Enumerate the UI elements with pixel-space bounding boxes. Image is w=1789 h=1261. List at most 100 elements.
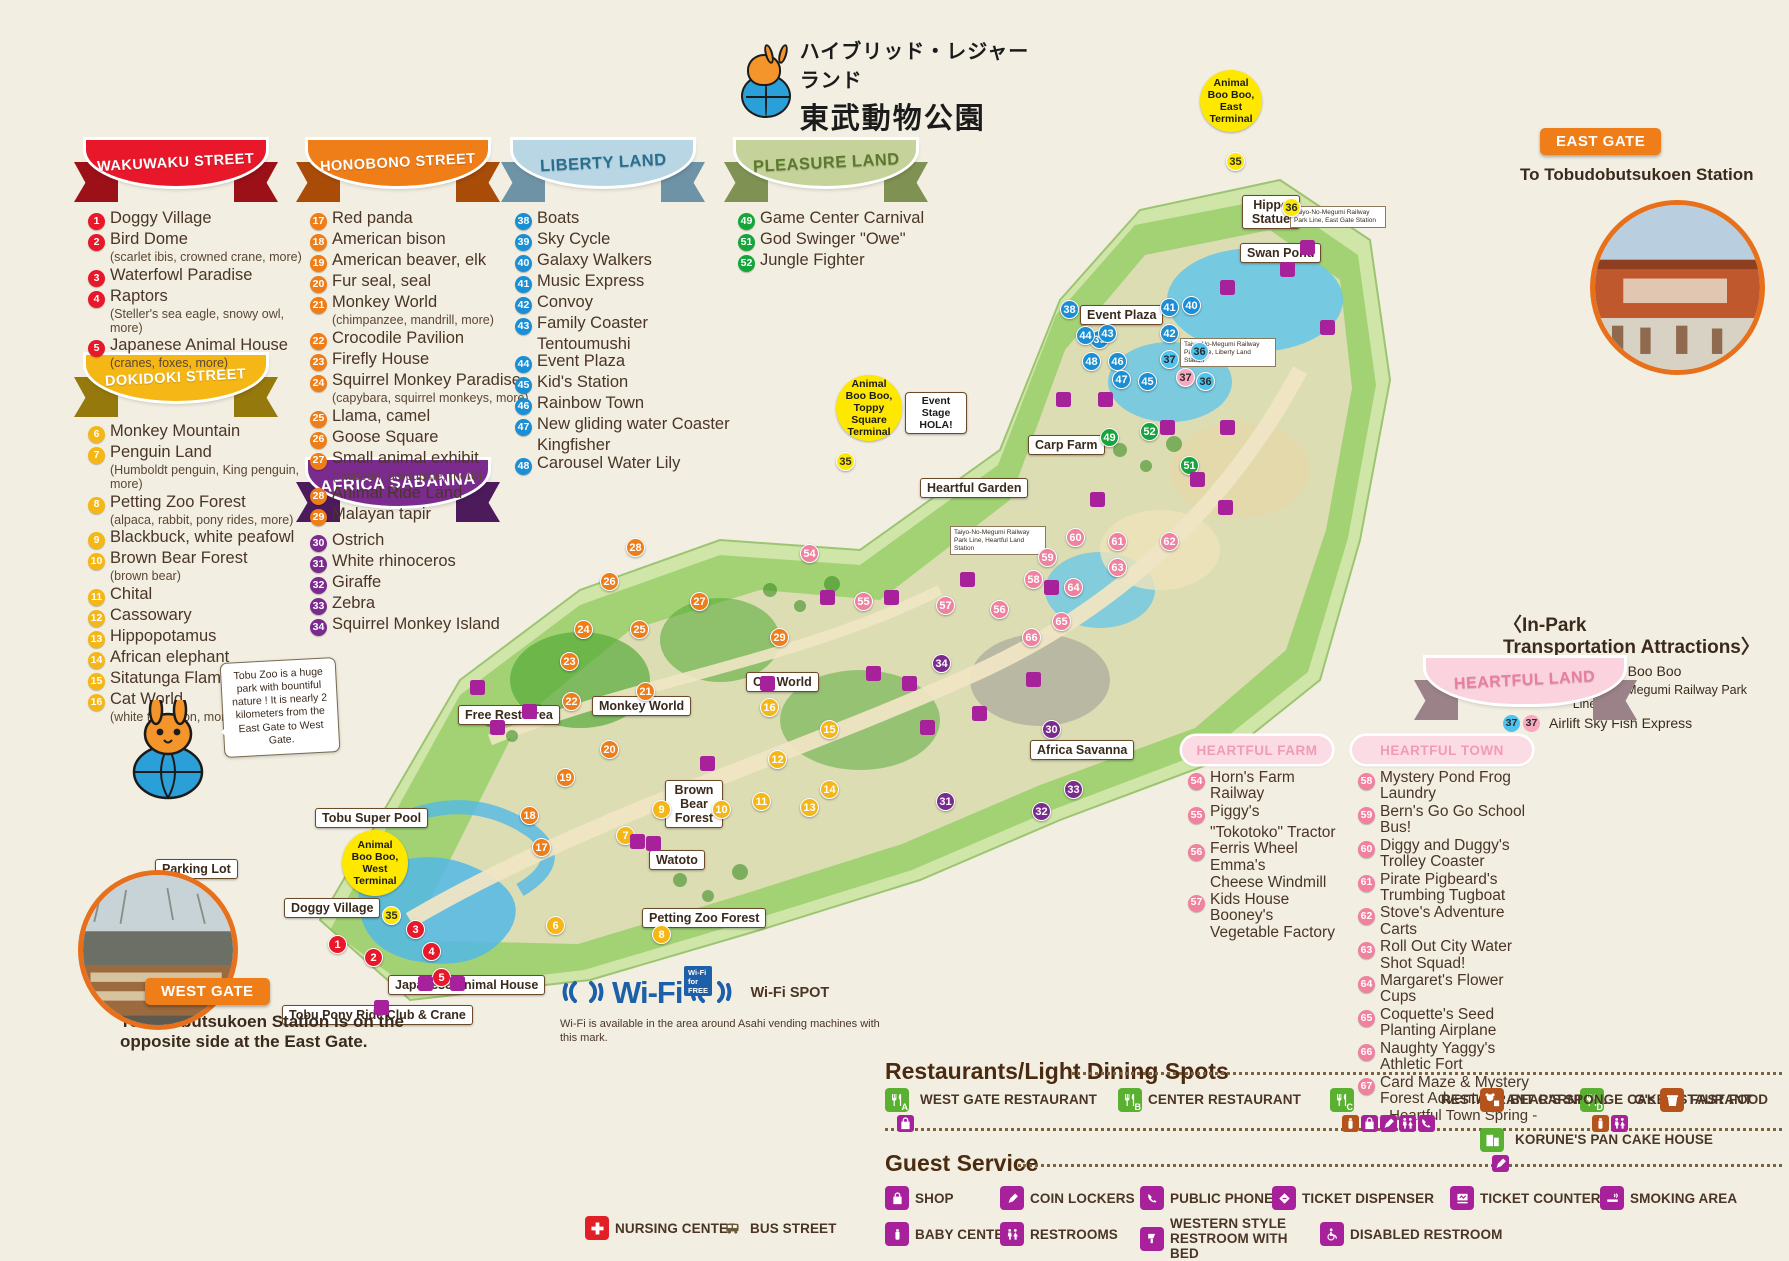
- map-number-marker[interactable]: 49: [1100, 428, 1119, 447]
- map-transport-marker[interactable]: 36: [1196, 372, 1215, 391]
- map-number-marker[interactable]: 43: [1098, 324, 1117, 343]
- restaurant-legend-item[interactable]: KORUNE'S PAN CAKE HOUSE: [1480, 1128, 1713, 1172]
- map-number-marker[interactable]: 57: [936, 596, 955, 615]
- map-facility-icon[interactable]: [374, 1000, 389, 1015]
- map-facility-icon[interactable]: [884, 590, 899, 605]
- map-place-label[interactable]: Heartful Garden: [920, 478, 1029, 498]
- map-facility-icon[interactable]: [450, 976, 465, 991]
- map-facility-icon[interactable]: [1044, 580, 1059, 595]
- guest-service-legend-item[interactable]: RESTROOMS: [1000, 1222, 1118, 1246]
- map-facility-icon[interactable]: [760, 676, 775, 691]
- map-facility-icon[interactable]: [820, 590, 835, 605]
- map-number-marker[interactable]: 12: [768, 750, 787, 769]
- map-number-marker[interactable]: 48: [1082, 352, 1101, 371]
- map-facility-icon[interactable]: [972, 706, 987, 721]
- map-facility-icon[interactable]: [920, 720, 935, 735]
- map-facility-icon[interactable]: [470, 680, 485, 695]
- map-number-marker[interactable]: 23: [560, 652, 579, 671]
- map-number-marker[interactable]: 13: [800, 798, 819, 817]
- map-transport-marker[interactable]: 37: [1176, 368, 1195, 387]
- guest-service-legend-item[interactable]: COIN LOCKERS: [1000, 1186, 1135, 1210]
- map-facility-icon[interactable]: [700, 756, 715, 771]
- map-facility-icon[interactable]: [866, 666, 881, 681]
- map-number-marker[interactable]: 51: [1180, 456, 1199, 475]
- map-number-marker[interactable]: 17: [532, 838, 551, 857]
- map-number-marker[interactable]: 32: [1032, 802, 1051, 821]
- restaurant-legend-item[interactable]: BEAR'S SPONGE CAKE: [1480, 1088, 1666, 1112]
- map-number-marker[interactable]: 54: [800, 544, 819, 563]
- map-facility-icon[interactable]: [1056, 392, 1071, 407]
- guest-service-legend-item[interactable]: TICKET COUNTER: [1450, 1186, 1601, 1210]
- map-number-marker[interactable]: 22: [562, 692, 581, 711]
- map-number-marker[interactable]: 31: [936, 792, 955, 811]
- map-callout[interactable]: Animal Boo Boo, Toppy Square Terminal: [836, 375, 902, 441]
- map-place-label[interactable]: Free Rest Area: [458, 705, 560, 725]
- map-number-marker[interactable]: 27: [690, 592, 709, 611]
- map-facility-icon[interactable]: [1090, 492, 1105, 507]
- map-number-marker[interactable]: 18: [520, 806, 539, 825]
- map-place-label[interactable]: Petting Zoo Forest: [642, 908, 767, 928]
- guest-service-legend-item[interactable]: TICKET DISPENSER: [1272, 1186, 1434, 1210]
- map-place-label[interactable]: Tobu Super Pool: [315, 808, 429, 828]
- map-facility-icon[interactable]: [1026, 672, 1041, 687]
- map-number-marker[interactable]: 42: [1160, 324, 1179, 343]
- map-number-marker[interactable]: 11: [752, 792, 771, 811]
- map-number-marker[interactable]: 59: [1038, 548, 1057, 567]
- map-transport-marker[interactable]: 36: [1282, 198, 1301, 217]
- map-facility-icon[interactable]: [960, 572, 975, 587]
- map-facility-icon[interactable]: [1218, 500, 1233, 515]
- map-facility-icon[interactable]: [1280, 262, 1295, 277]
- map-number-marker[interactable]: 10: [712, 800, 731, 819]
- map-number-marker[interactable]: 3: [406, 920, 425, 939]
- map-facility-icon[interactable]: [522, 704, 537, 719]
- map-transport-marker[interactable]: 36: [1190, 342, 1209, 361]
- guest-service-extra-item[interactable]: NURSING CENTER: [585, 1216, 738, 1240]
- map-number-marker[interactable]: 28: [626, 538, 645, 557]
- guest-service-legend-item[interactable]: DISABLED RESTROOM: [1320, 1222, 1502, 1246]
- map-number-marker[interactable]: 9: [652, 800, 671, 819]
- guest-service-legend-item[interactable]: BABY CENTER: [885, 1222, 1013, 1246]
- map-number-marker[interactable]: 20: [600, 740, 619, 759]
- map-number-marker[interactable]: 19: [556, 768, 575, 787]
- map-number-marker[interactable]: 4: [422, 942, 441, 961]
- map-number-marker[interactable]: 47: [1112, 370, 1131, 389]
- map-number-marker[interactable]: 56: [990, 600, 1009, 619]
- guest-service-legend-item[interactable]: SMOKING AREA: [1600, 1186, 1737, 1210]
- west-gate-tag[interactable]: WEST GATE: [145, 978, 270, 1005]
